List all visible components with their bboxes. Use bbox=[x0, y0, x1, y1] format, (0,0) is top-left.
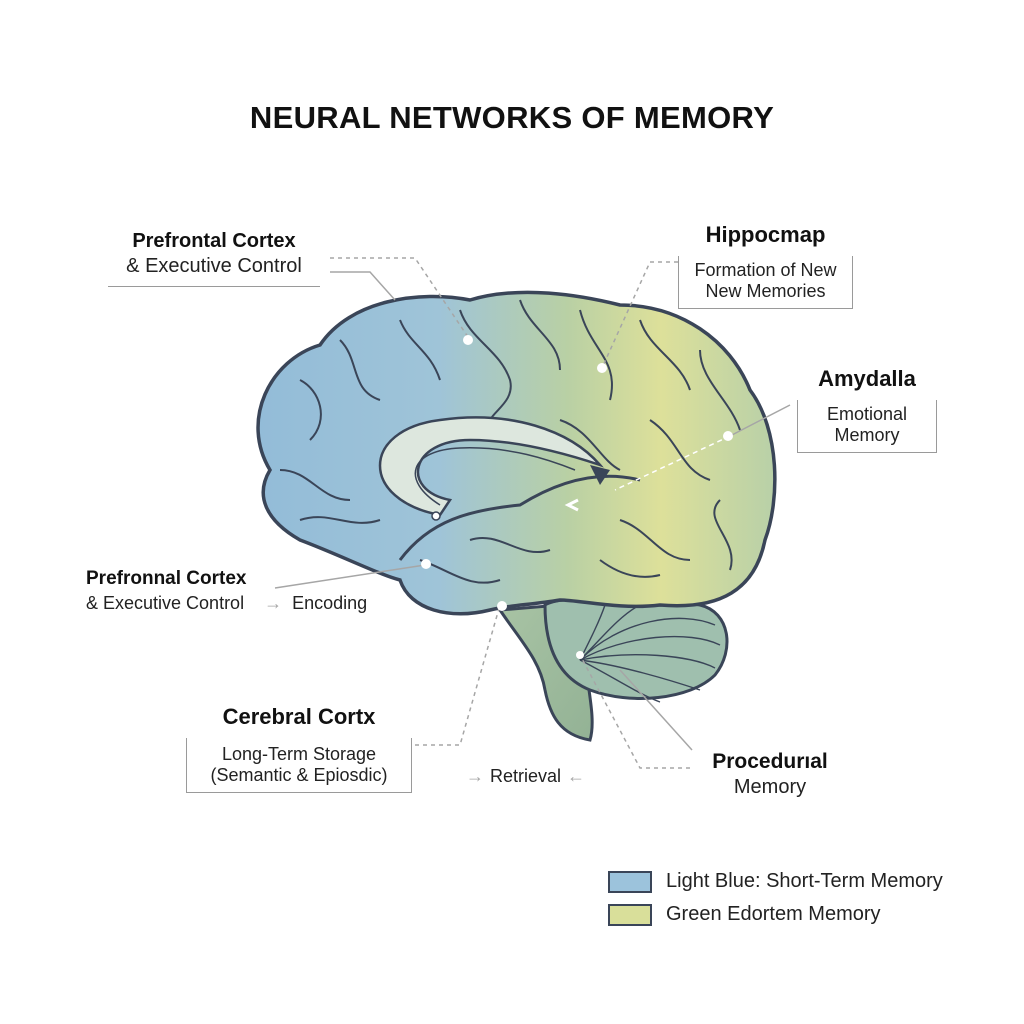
label-prefrontal-bottom: Prefronnal Cortex & Executive Control → … bbox=[86, 568, 367, 614]
label-heading: Amydalla bbox=[818, 366, 916, 391]
page-title: NEURAL NETWORKS OF MEMORY bbox=[249, 100, 775, 135]
label-line: Emotional bbox=[826, 404, 908, 424]
label-box: Emotional Memory bbox=[797, 400, 937, 453]
legend-item-long-term: Green Edortem Memory bbox=[608, 903, 943, 926]
ventricle-mark bbox=[590, 465, 610, 485]
activation-nodes bbox=[421, 335, 733, 659]
arrow-right-icon: → bbox=[264, 593, 283, 613]
leader-lines bbox=[274, 257, 791, 769]
limbic-arc bbox=[378, 416, 604, 517]
label-sub: & Executive Control bbox=[126, 255, 302, 277]
label-cerebral-cortex: Cerebral Cortx Long-Term Storage (Semant… bbox=[186, 704, 412, 793]
label-box: Formation of New New Memories bbox=[678, 256, 853, 309]
label-amygdala: Amydalla Emotional Memory bbox=[797, 366, 937, 453]
label-sub: & Executive Control bbox=[86, 593, 245, 613]
legend-label: Green Edortem Memory bbox=[666, 903, 881, 925]
arrow-right-icon: → bbox=[466, 766, 484, 786]
label-sub: Memory bbox=[733, 776, 807, 798]
label-procedural: Procedurıal Memory bbox=[700, 750, 840, 799]
label-heading: Prefrontal Cortex bbox=[132, 230, 296, 252]
cerebellum-folds bbox=[579, 604, 721, 703]
legend-swatch-blue bbox=[608, 870, 652, 893]
process-encoding: Encoding bbox=[292, 593, 368, 613]
flow-arrow-icon bbox=[564, 498, 579, 512]
label-line: New Memories bbox=[705, 281, 826, 301]
process-retrieval: → Retrieval ← bbox=[466, 766, 585, 787]
label-heading: Hippocmap bbox=[705, 222, 826, 247]
gyri bbox=[279, 299, 741, 584]
label-line: Formation of New bbox=[694, 260, 837, 280]
label-heading: Procedurıal bbox=[712, 750, 828, 773]
legend-item-short-term: Light Blue: Short-Term Memory bbox=[608, 870, 943, 893]
legend-swatch-green bbox=[608, 903, 652, 926]
divider bbox=[108, 286, 320, 287]
label-prefrontal-top: Prefrontal Cortex & Executive Control bbox=[108, 230, 320, 287]
label-line: Long-Term Storage bbox=[221, 744, 377, 764]
label-line: Memory bbox=[834, 425, 900, 445]
label-box: Long-Term Storage (Semantic & Epiosdic) bbox=[186, 738, 412, 793]
label-line: (Semantic & Epiosdic) bbox=[210, 765, 388, 785]
label-hippocampus: Hippocmap Formation of New New Memories bbox=[678, 222, 853, 309]
arrow-left-icon: ← bbox=[567, 766, 586, 786]
retrieval-label: Retrieval bbox=[490, 766, 562, 786]
legend-label: Light Blue: Short-Term Memory bbox=[666, 870, 943, 892]
label-heading: Prefronnal Cortex bbox=[86, 568, 247, 589]
legend: Light Blue: Short-Term Memory Green Edor… bbox=[608, 870, 943, 926]
label-heading: Cerebral Cortx bbox=[222, 704, 376, 729]
